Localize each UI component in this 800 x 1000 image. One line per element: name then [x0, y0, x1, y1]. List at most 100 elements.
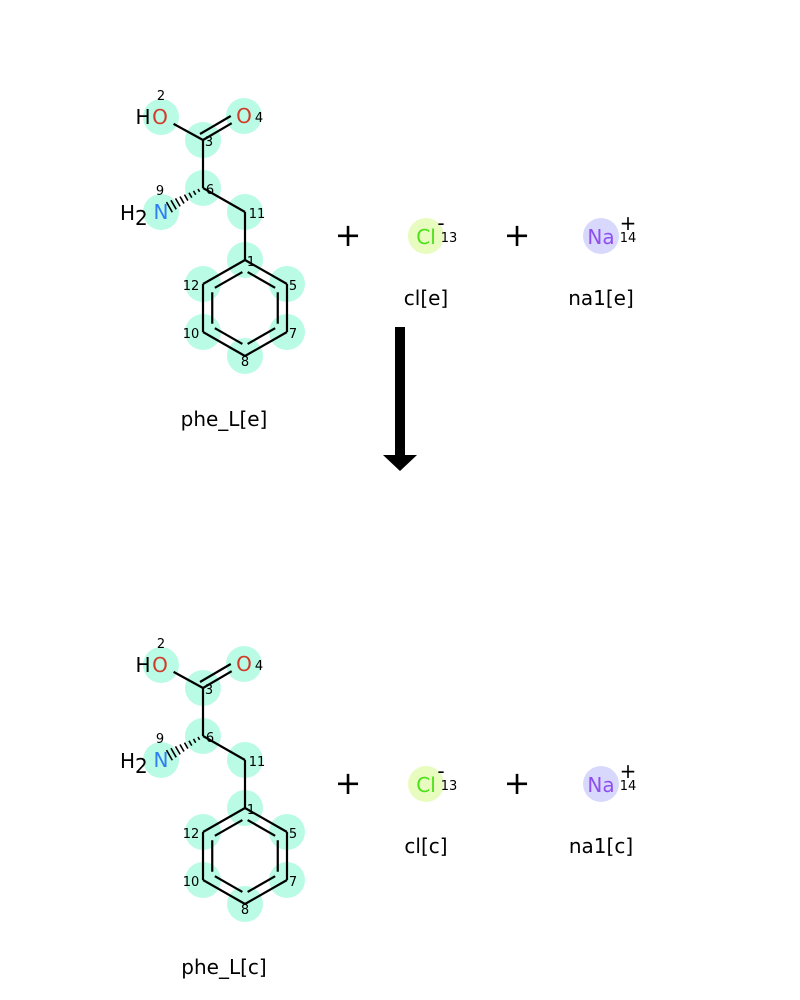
ion-charge: -	[437, 211, 444, 235]
atom-index: 11	[249, 755, 266, 770]
hashed-wedge-bond	[192, 738, 197, 744]
atom-index: 1	[247, 255, 255, 270]
hashed-wedge-bond	[192, 190, 197, 196]
ion-symbol: Cl	[416, 225, 436, 249]
atom-index: 7	[289, 327, 297, 342]
hashed-wedge-bond	[188, 192, 193, 199]
atom-highlight	[408, 218, 444, 254]
atom-index: 4	[255, 659, 263, 674]
atom-index: 13	[441, 231, 458, 246]
hashed-wedge-bond	[170, 199, 177, 210]
sodium-ion: Na+14 na1[e]	[568, 211, 636, 310]
atom-index: 3	[205, 135, 213, 150]
atom-index: 8	[241, 355, 249, 370]
molecule-caption: phe_L[c]	[181, 955, 266, 979]
aromatic-inner-bond	[214, 819, 243, 837]
atom-index: 8	[241, 903, 249, 918]
atom-index: 5	[289, 279, 297, 294]
plus-sign: +	[504, 764, 531, 802]
atom-index: 4	[255, 111, 263, 126]
atom-index: 11	[249, 207, 266, 222]
hashed-wedge-bond	[174, 745, 181, 755]
ion-symbol: Na	[587, 773, 614, 797]
bond	[173, 122, 204, 141]
ring-bond	[244, 879, 288, 905]
aromatic-inner-bond	[247, 819, 276, 837]
ring-bond	[202, 259, 246, 285]
hydrogen-label: H	[135, 105, 150, 129]
atom-highlight	[143, 742, 179, 778]
molecule-caption: phe_L[e]	[181, 407, 268, 431]
oxygen-label: O	[152, 105, 168, 129]
atom-index: 1	[247, 803, 255, 818]
aromatic-inner-bond	[214, 875, 243, 893]
bond	[202, 670, 233, 689]
ring-bond	[202, 879, 246, 905]
hashed-wedge-bond	[188, 740, 193, 747]
plus-sign: +	[504, 216, 531, 254]
ion-charge: +	[620, 211, 637, 235]
atom-index: 3	[205, 683, 213, 698]
bond	[202, 735, 246, 761]
ion-symbol: Cl	[416, 773, 436, 797]
ion-caption: cl[c]	[404, 834, 447, 858]
plus-sign: +	[335, 216, 362, 254]
bond	[173, 670, 204, 689]
bond	[202, 122, 233, 141]
hashed-wedge-bond	[165, 201, 173, 213]
atom-index: 9	[156, 732, 164, 747]
atom-index: 5	[289, 827, 297, 842]
ion-symbol: Na	[587, 225, 614, 249]
atom-index: 2	[157, 637, 165, 652]
hashed-wedge-bond	[165, 749, 173, 761]
ring-bond	[244, 331, 288, 357]
ring-bond	[244, 807, 288, 833]
nitrogen-label: N	[154, 748, 169, 772]
ion-charge: +	[620, 759, 637, 783]
atom-index: 6	[206, 183, 214, 198]
bond	[202, 187, 246, 213]
atom-index: 6	[206, 731, 214, 746]
atom-highlight	[226, 646, 262, 682]
ring-bond	[244, 259, 288, 285]
double-bond	[199, 663, 232, 683]
hashed-wedge-bond	[197, 188, 201, 193]
ion-caption: na1[c]	[569, 834, 633, 858]
aromatic-inner-bond	[214, 271, 243, 289]
atom-index: 10	[183, 327, 200, 342]
aromatic-inner-bond	[247, 875, 276, 893]
ring-bond	[202, 331, 246, 357]
atom-index: 12	[183, 279, 200, 294]
atom-index: 9	[156, 184, 164, 199]
atom-highlight	[583, 218, 619, 254]
nitrogen-label: N	[154, 200, 169, 224]
atom-highlight	[143, 194, 179, 230]
amine-hydrogen-label: H2	[120, 749, 148, 778]
aromatic-inner-bond	[247, 271, 276, 289]
reaction-arrow	[383, 327, 417, 471]
ion-caption: na1[e]	[568, 286, 634, 310]
ion-charge: -	[437, 759, 444, 783]
ring-bond	[202, 807, 246, 833]
double-bond	[199, 115, 232, 135]
hashed-wedge-bond	[197, 736, 201, 741]
hashed-wedge-bond	[183, 742, 189, 749]
oxygen-label: O	[152, 653, 168, 677]
hydrogen-label: H	[135, 653, 150, 677]
aromatic-inner-bond	[214, 327, 243, 345]
plus-sign: +	[335, 764, 362, 802]
atom-index: 2	[157, 89, 165, 104]
atom-index: 10	[183, 875, 200, 890]
amine-hydrogen-label: H2	[120, 201, 148, 230]
atom-index: 14	[620, 231, 637, 246]
atom-highlight	[408, 766, 444, 802]
hashed-wedge-bond	[179, 196, 185, 204]
